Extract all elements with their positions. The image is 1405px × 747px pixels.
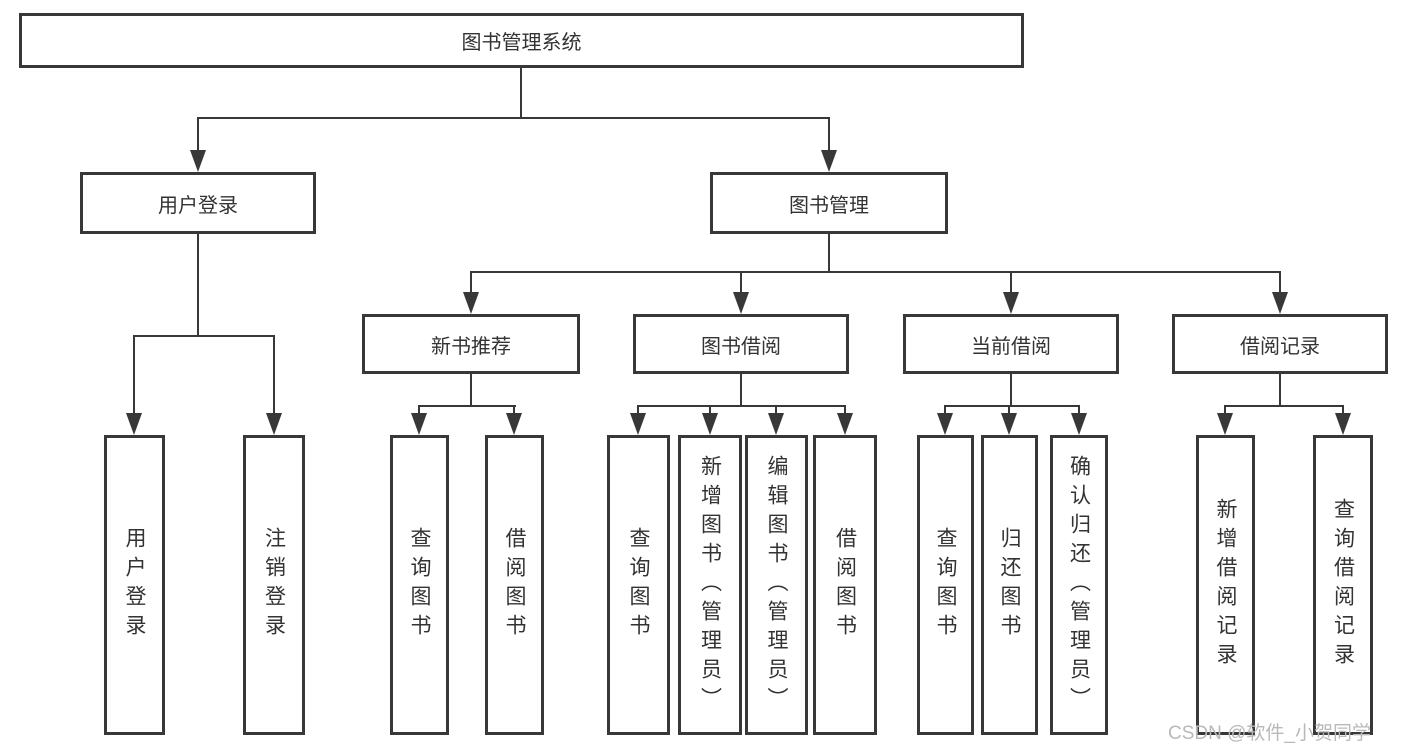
connector-line <box>470 373 472 407</box>
leaf-query-books-current-label: 查询图书 <box>934 527 957 643</box>
connector-line <box>775 405 777 415</box>
leaf-confirm-return-admin: 确认归还（管理员） <box>1050 435 1108 735</box>
leaf-borrow-books-recommend: 借阅图书 <box>485 435 544 735</box>
leaf-add-books-admin-label: 新增图书（管理员） <box>698 454 722 716</box>
arrow-down-icon <box>1003 292 1019 314</box>
connector-line <box>1224 405 1344 407</box>
node-new-book-recommend: 新书推荐 <box>362 314 580 374</box>
connector-line <box>513 405 515 415</box>
arrow-down-icon <box>1272 292 1288 314</box>
leaf-query-borrow-record: 查询借阅记录 <box>1313 435 1373 735</box>
connector-line <box>133 335 275 337</box>
leaf-add-borrow-record: 新增借阅记录 <box>1196 435 1255 735</box>
arrow-down-icon <box>821 150 837 172</box>
arrow-down-icon <box>266 413 282 435</box>
connector-line <box>133 335 135 415</box>
node-user-login: 用户登录 <box>80 172 316 234</box>
arrow-down-icon <box>506 413 522 435</box>
leaf-query-borrow-record-label: 查询借阅记录 <box>1331 498 1355 672</box>
node-current-borrowing: 当前借阅 <box>903 314 1119 374</box>
connector-line <box>197 233 199 337</box>
connector-line <box>418 405 516 407</box>
connector-line <box>1279 271 1281 295</box>
leaf-edit-books-admin: 编辑图书（管理员） <box>745 435 808 735</box>
arrow-down-icon <box>190 150 206 172</box>
connector-line <box>418 405 420 415</box>
leaf-borrow-books-borrowing: 借阅图书 <box>813 435 877 735</box>
leaf-borrow-books-recommend-label: 借阅图书 <box>503 527 526 643</box>
arrow-down-icon <box>411 413 427 435</box>
node-book-borrowing-label: 图书借阅 <box>701 335 781 358</box>
leaf-confirm-return-admin-label: 确认归还（管理员） <box>1067 454 1091 716</box>
connector-line <box>740 373 742 407</box>
leaf-borrow-books-borrowing-label: 借阅图书 <box>833 527 857 643</box>
node-root: 图书管理系统 <box>19 13 1024 68</box>
arrow-down-icon <box>463 292 479 314</box>
arrow-down-icon <box>837 413 853 435</box>
arrow-down-icon <box>768 413 784 435</box>
watermark: CSDN @软件_小贺同学 <box>1168 723 1371 744</box>
arrow-down-icon <box>937 413 953 435</box>
connector-line <box>470 271 1281 273</box>
connector-line <box>740 271 742 295</box>
leaf-user-login: 用户登录 <box>104 435 165 735</box>
connector-line <box>1010 271 1012 295</box>
leaf-return-books: 归还图书 <box>981 435 1038 735</box>
node-book-borrowing: 图书借阅 <box>633 314 849 374</box>
connector-line <box>1010 373 1012 407</box>
leaf-user-login-label: 用户登录 <box>123 527 146 643</box>
leaf-query-books-recommend: 查询图书 <box>390 435 449 735</box>
node-root-label: 图书管理系统 <box>461 32 582 54</box>
leaf-query-books-borrowing: 查询图书 <box>607 435 670 735</box>
connector-line <box>197 117 830 119</box>
connector-line <box>1342 405 1344 415</box>
leaf-logout-label: 注销登录 <box>262 527 286 643</box>
connector-line <box>273 335 275 415</box>
leaf-query-books-recommend-label: 查询图书 <box>408 527 431 643</box>
connector-line <box>470 271 472 295</box>
leaf-query-books-current: 查询图书 <box>917 435 974 735</box>
node-book-management-label: 图书管理 <box>789 194 869 217</box>
leaf-add-borrow-record-label: 新增借阅记录 <box>1214 498 1237 672</box>
leaf-logout: 注销登录 <box>243 435 305 735</box>
node-borrowing-records-label: 借阅记录 <box>1240 335 1320 358</box>
connector-line <box>828 117 830 153</box>
connector-line <box>709 405 711 415</box>
node-user-login-label: 用户登录 <box>158 194 238 217</box>
arrow-down-icon <box>1071 413 1087 435</box>
connector-line <box>1008 405 1010 415</box>
connector-line <box>637 405 639 415</box>
node-current-borrowing-label: 当前借阅 <box>971 335 1051 358</box>
arrow-down-icon <box>1217 413 1233 435</box>
connector-line <box>828 233 830 273</box>
leaf-return-books-label: 归还图书 <box>998 527 1021 643</box>
connector-line <box>637 405 846 407</box>
connector-line <box>520 67 522 119</box>
connector-line <box>944 405 1080 407</box>
arrow-down-icon <box>126 413 142 435</box>
arrow-down-icon <box>1001 413 1017 435</box>
connector-line <box>844 405 846 415</box>
node-book-management: 图书管理 <box>710 172 948 234</box>
connector-line <box>1078 405 1080 415</box>
connector-line <box>197 117 199 153</box>
leaf-add-books-admin: 新增图书（管理员） <box>678 435 742 735</box>
connector-line <box>1279 373 1281 407</box>
connector-line <box>1224 405 1226 415</box>
arrow-down-icon <box>733 292 749 314</box>
arrow-down-icon <box>702 413 718 435</box>
arrow-down-icon <box>1335 413 1351 435</box>
leaf-edit-books-admin-label: 编辑图书（管理员） <box>765 454 788 716</box>
connector-line <box>944 405 946 415</box>
arrow-down-icon <box>630 413 646 435</box>
leaf-query-books-borrowing-label: 查询图书 <box>627 527 650 643</box>
node-new-book-recommend-label: 新书推荐 <box>431 335 511 358</box>
node-borrowing-records: 借阅记录 <box>1172 314 1388 374</box>
